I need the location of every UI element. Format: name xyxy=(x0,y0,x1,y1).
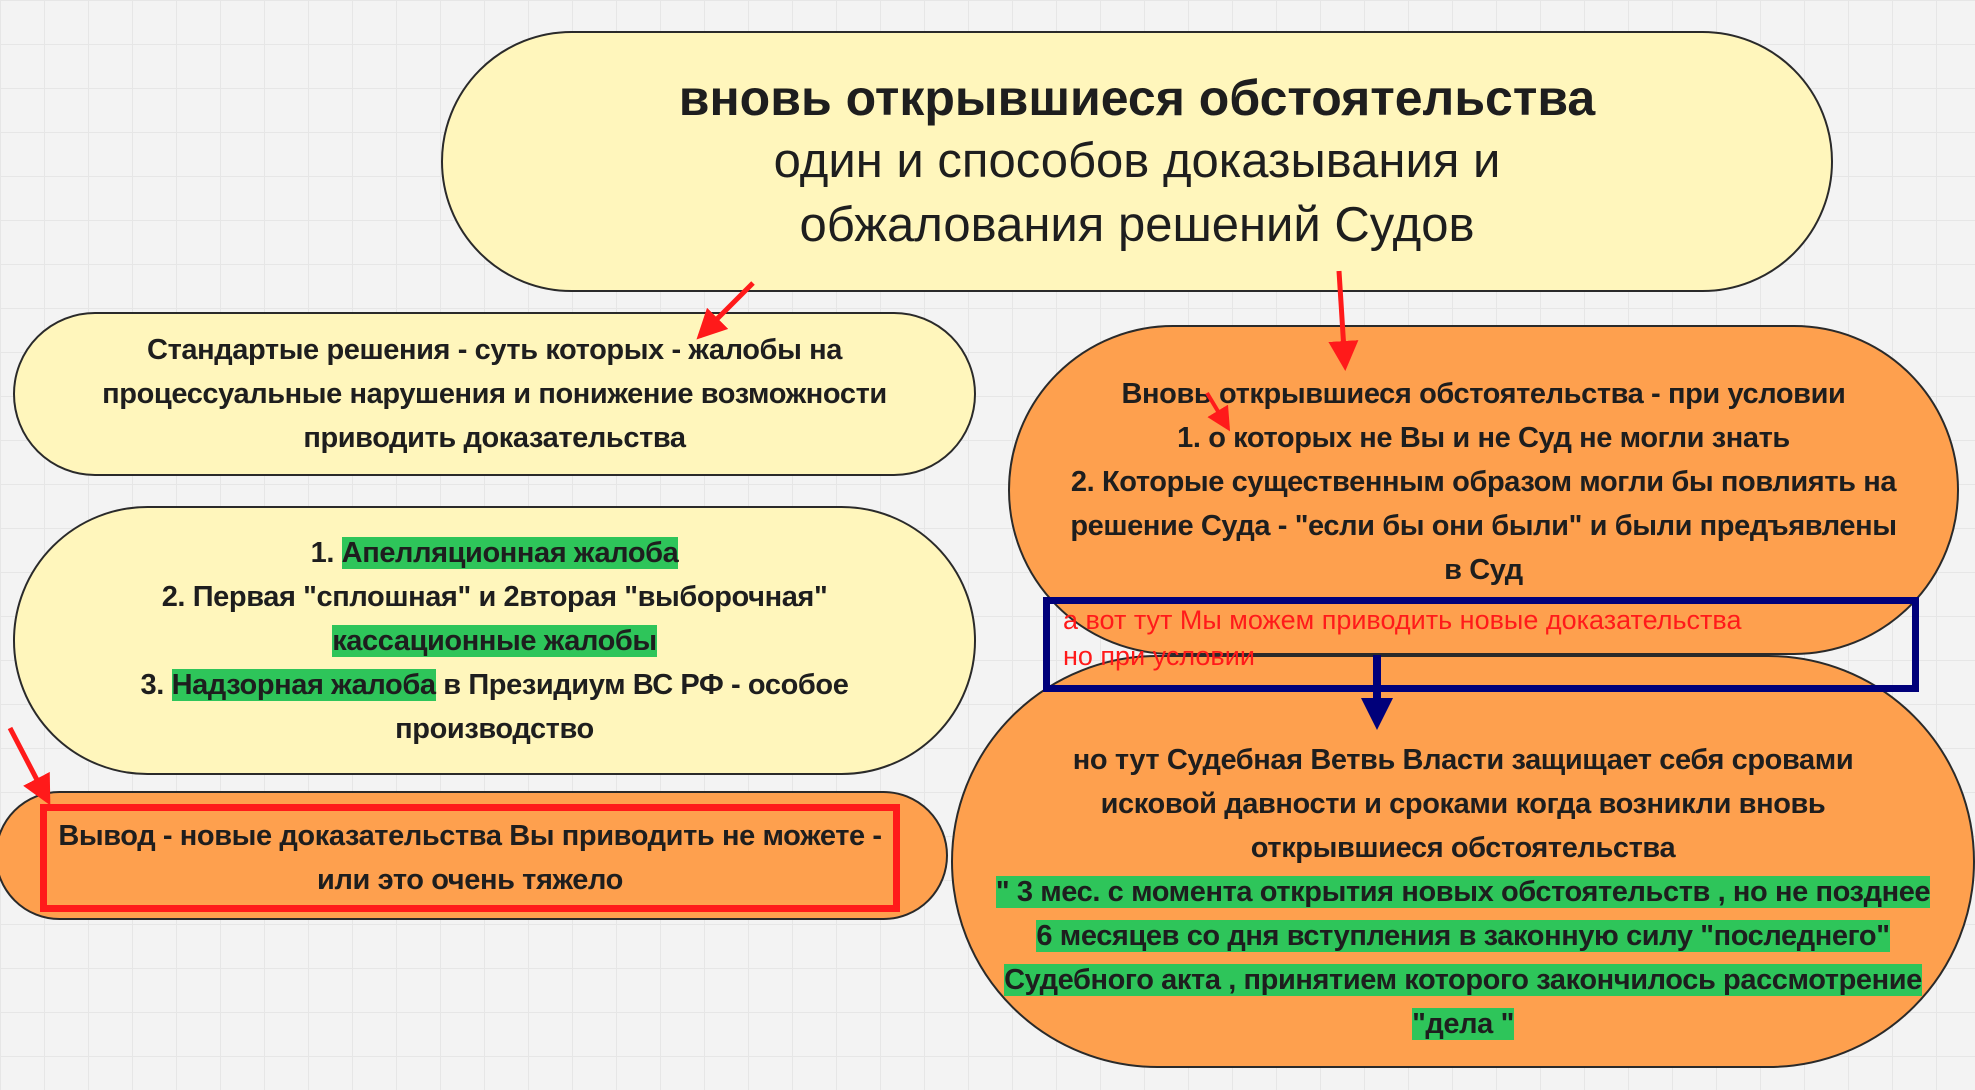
arrow-to-conclusion xyxy=(7,726,51,806)
conditions-line-3: 2. Которые существенным образом могли бы… xyxy=(1070,466,1897,586)
title-node[interactable]: вновь открывшиеся обстоятельства один и … xyxy=(441,31,1833,292)
note-frame xyxy=(1043,597,1919,692)
appeal-highlight: Апелляционная жалоба xyxy=(341,536,679,569)
item1-number: 1. xyxy=(310,536,342,569)
note-line-2: но при условии xyxy=(1063,641,1255,671)
title-main: вновь открывшиеся обстоятельства xyxy=(678,69,1596,126)
item3-rest: в Президиум ВС РФ - особое производство xyxy=(395,668,849,745)
standard-decisions-node[interactable]: Стандартые решения - суть которых - жало… xyxy=(13,312,976,476)
appeals-text: 1. Апелляционная жалоба 2. Первая "сплош… xyxy=(85,531,904,751)
item2-text: 2. Первая "сплошная" и 2вторая "выборочн… xyxy=(161,580,828,613)
conditions-node[interactable]: Вновь открывшиеся обстоятельства - при у… xyxy=(1008,325,1959,655)
conditions-line-2: 1. о которых не Вы и не Суд не могли зна… xyxy=(1177,422,1790,454)
note-text: а вот тут Мы можем приводить новые доказ… xyxy=(1063,602,1741,674)
standard-decisions-text: Стандартые решения - суть которых - жало… xyxy=(102,334,887,454)
note-line-1: а вот тут Мы можем приводить новые доказ… xyxy=(1063,605,1742,635)
deadline-text: но тут Судебная Ветвь Власти защищает се… xyxy=(1072,743,1854,864)
deadline-highlight-wrap: " 3 мес. с момента открытия новых обстоя… xyxy=(993,870,1933,1046)
conditions-line-1: Вновь открывшиеся обстоятельства - при у… xyxy=(1121,378,1846,410)
title-line-3: обжалования решений Судов xyxy=(799,197,1475,252)
appeals-node[interactable]: 1. Апелляционная жалоба 2. Первая "сплош… xyxy=(13,506,976,775)
supervisory-highlight: Надзорная жалоба xyxy=(171,668,436,701)
title-line-2: один и способов доказывания и xyxy=(773,133,1501,188)
deadline-node[interactable]: но тут Судебная Ветвь Власти защищает се… xyxy=(951,655,1975,1068)
conclusion-node[interactable] xyxy=(0,791,948,920)
cassation-highlight: кассационные жалобы xyxy=(332,624,657,657)
conclusion-text: Вывод - новые доказательства Вы приводит… xyxy=(58,820,882,896)
item3-number: 3. xyxy=(140,668,172,701)
deadline-highlight: " 3 мес. с момента открытия новых обстоя… xyxy=(995,875,1931,1040)
conclusion-highlight-frame: Вывод - новые доказательства Вы приводит… xyxy=(40,804,900,912)
